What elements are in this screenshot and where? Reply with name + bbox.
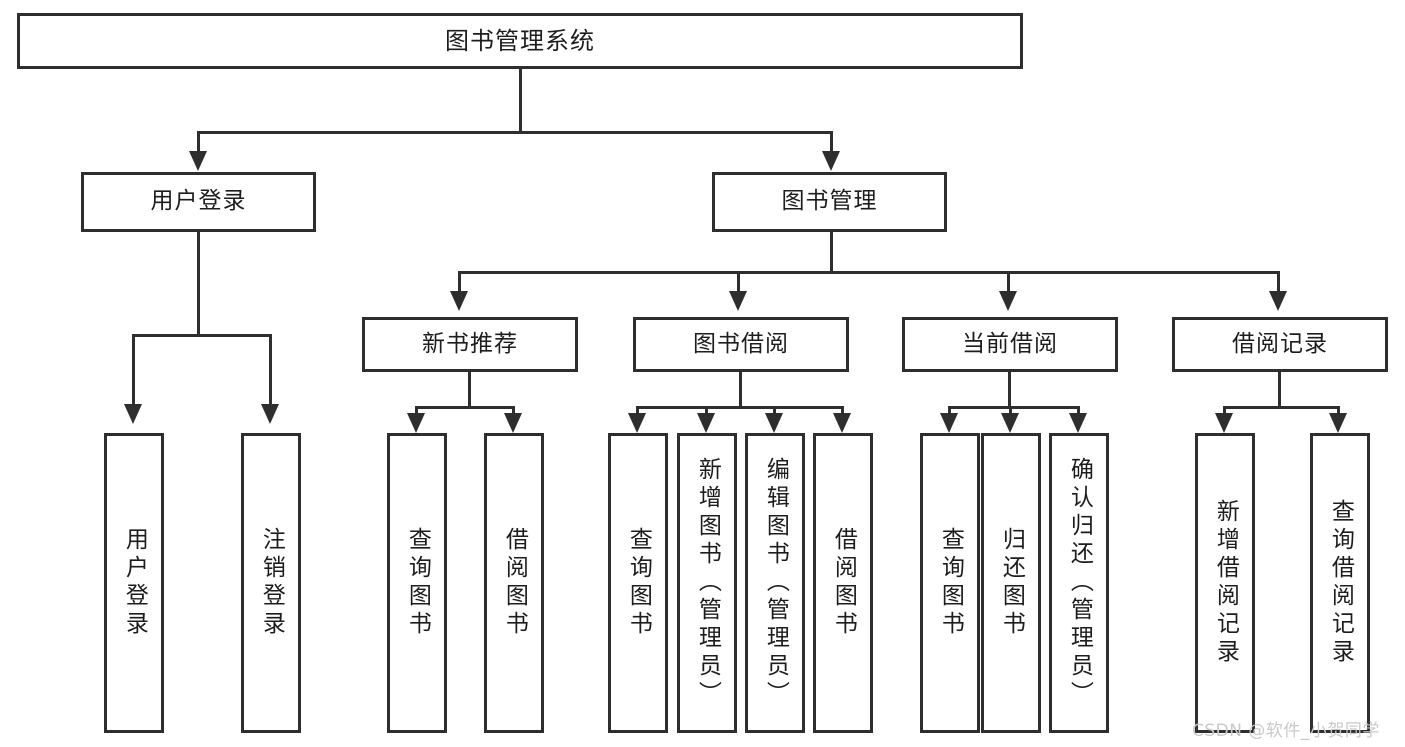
- node-label: 确认归还（管理员）: [1066, 457, 1093, 709]
- edge-book-manage-stem: [830, 232, 833, 274]
- arrow-to-leaf-borrow-book-1: [504, 413, 522, 433]
- edge-br-stem: [1278, 372, 1281, 409]
- edge-bb-drop-1: [636, 406, 639, 418]
- arrow-to-user-login: [189, 151, 207, 171]
- node-label: 新书推荐: [422, 330, 518, 357]
- node-label: 当前借阅: [962, 330, 1058, 357]
- leaf-edit-book-admin[interactable]: 编辑图书（管理员）: [745, 433, 805, 733]
- node-label: 借阅图书: [830, 527, 857, 639]
- node-label: 查询图书: [404, 527, 431, 639]
- node-current-borrow[interactable]: 当前借阅: [902, 317, 1118, 372]
- edge-root-bus: [197, 131, 833, 134]
- node-label: 编辑图书（管理员）: [762, 457, 789, 709]
- arrow-to-leaf-logout-login: [261, 404, 279, 424]
- edge-user-login-stem: [197, 232, 200, 336]
- edge-bm-drop-2: [737, 271, 740, 293]
- arrow-to-borrow-record: [1269, 291, 1287, 311]
- edge-nbr-drop-2: [512, 406, 515, 418]
- edge-root-stem: [519, 69, 522, 133]
- leaf-query-book-current[interactable]: 查询图书: [920, 433, 980, 733]
- node-label: 注销登录: [258, 527, 285, 639]
- node-label: 查询图书: [937, 527, 964, 639]
- edge-br-bus: [1223, 406, 1340, 409]
- edge-bb-drop-2: [705, 406, 708, 418]
- leaf-borrow-book-borrow[interactable]: 借阅图书: [813, 433, 873, 733]
- arrow-to-new-book-rec: [450, 291, 468, 311]
- arrow-to-leaf-add-record: [1215, 413, 1233, 433]
- node-label: 图书管理系统: [445, 26, 595, 55]
- arrow-to-leaf-add-book: [697, 413, 715, 433]
- arrow-to-book-manage: [822, 151, 840, 171]
- edge-bm-drop-1: [458, 271, 461, 293]
- arrow-to-leaf-edit-book: [765, 413, 783, 433]
- edge-nbr-stem: [468, 372, 471, 409]
- node-book-borrow[interactable]: 图书借阅: [633, 317, 849, 372]
- edge-bb-bus: [636, 406, 844, 409]
- node-label: 查询借阅记录: [1327, 499, 1354, 667]
- arrow-to-current-borrow: [999, 291, 1017, 311]
- node-label: 图书管理: [781, 188, 878, 215]
- edge-cb-drop-1: [948, 406, 951, 418]
- node-new-book-recommendation[interactable]: 新书推荐: [362, 317, 578, 372]
- edge-bb-drop-3: [773, 406, 776, 418]
- node-book-management[interactable]: 图书管理: [712, 172, 947, 232]
- arrow-to-leaf-query-book-1: [407, 413, 425, 433]
- node-label: 新增图书（管理员）: [694, 457, 721, 709]
- edge-user-login-bus: [132, 334, 270, 337]
- node-label: 图书借阅: [693, 330, 789, 357]
- edge-bb-stem: [739, 372, 742, 409]
- arrow-to-leaf-query-book-3: [940, 413, 958, 433]
- node-borrow-record[interactable]: 借阅记录: [1172, 317, 1388, 372]
- leaf-query-book-borrow[interactable]: 查询图书: [608, 433, 668, 733]
- edge-nbr-drop-1: [415, 406, 418, 418]
- edge-cb-drop-3: [1077, 406, 1080, 418]
- arrow-to-leaf-query-record: [1329, 413, 1347, 433]
- edge-bb-drop-4: [841, 406, 844, 418]
- leaf-user-login[interactable]: 用户登录: [104, 433, 164, 733]
- edge-nbr-bus: [415, 406, 514, 409]
- leaf-add-book-admin[interactable]: 新增图书（管理员）: [677, 433, 737, 733]
- leaf-return-book[interactable]: 归还图书: [981, 433, 1041, 733]
- node-label: 借阅记录: [1232, 330, 1328, 357]
- edge-cb-drop-2: [1009, 406, 1012, 418]
- edge-br-drop-2: [1337, 406, 1340, 418]
- leaf-borrow-book-new-rec[interactable]: 借阅图书: [484, 433, 544, 733]
- edge-user-login-drop-1: [132, 334, 135, 406]
- leaf-add-borrow-record[interactable]: 新增借阅记录: [1195, 433, 1255, 733]
- edge-cb-bus: [948, 406, 1080, 409]
- edge-user-login-drop-2: [269, 334, 272, 406]
- arrow-to-leaf-query-book-2: [628, 413, 646, 433]
- leaf-confirm-return-admin[interactable]: 确认归还（管理员）: [1049, 433, 1109, 733]
- node-label: 用户登录: [121, 527, 148, 639]
- node-root-book-management-system[interactable]: 图书管理系统: [17, 13, 1023, 69]
- node-user-login[interactable]: 用户登录: [81, 172, 316, 232]
- leaf-query-borrow-record[interactable]: 查询借阅记录: [1310, 433, 1370, 733]
- node-label: 用户登录: [150, 188, 247, 215]
- edge-bm-drop-3: [1007, 271, 1010, 293]
- edge-book-manage-bus: [458, 271, 1280, 274]
- leaf-query-book-new-rec[interactable]: 查询图书: [387, 433, 447, 733]
- edge-br-drop-1: [1223, 406, 1226, 418]
- edge-root-to-book-manage: [830, 131, 833, 155]
- arrow-to-leaf-confirm-return: [1069, 413, 1087, 433]
- node-label: 归还图书: [998, 527, 1025, 639]
- node-label: 新增借阅记录: [1212, 499, 1239, 667]
- edge-root-to-user-login: [197, 131, 200, 155]
- arrow-to-book-borrow: [729, 291, 747, 311]
- edge-cb-stem: [1008, 372, 1011, 409]
- node-label: 借阅图书: [501, 527, 528, 639]
- edge-bm-drop-4: [1277, 271, 1280, 293]
- arrow-to-leaf-user-login: [124, 404, 142, 424]
- leaf-logout-login[interactable]: 注销登录: [241, 433, 301, 733]
- node-label: 查询图书: [625, 527, 652, 639]
- csdn-watermark: CSDN @软件_小贺同学: [1192, 721, 1380, 741]
- arrow-to-leaf-borrow-book-2: [833, 413, 851, 433]
- arrow-to-leaf-return-book: [1001, 413, 1019, 433]
